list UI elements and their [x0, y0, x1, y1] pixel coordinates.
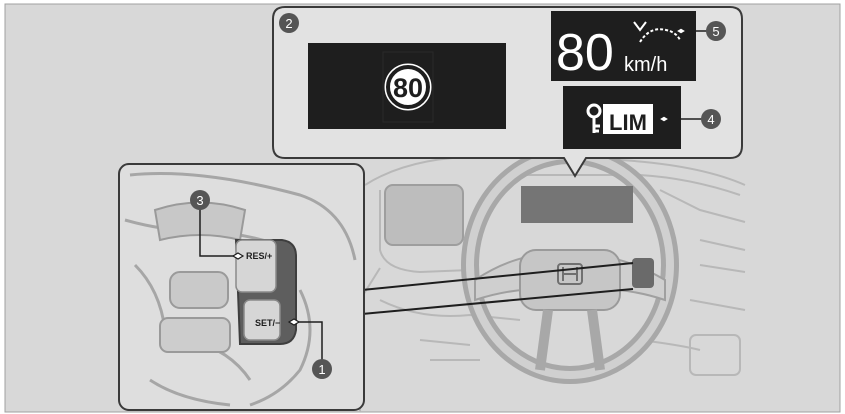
- svg-text:2: 2: [285, 16, 292, 31]
- svg-text:4: 4: [707, 112, 714, 127]
- steering-buttons-highlight: [632, 258, 654, 288]
- limiter-label: LIM: [609, 110, 647, 135]
- res-button-label: RES/+: [246, 251, 272, 261]
- speed-sign-value: 80: [393, 73, 423, 103]
- callout-badge-2: 2: [279, 13, 299, 33]
- callout-badge-3: 3: [190, 190, 210, 210]
- svg-text:5: 5: [712, 24, 719, 39]
- set-speed-value: 80: [556, 24, 614, 82]
- head-up-display-area: [521, 186, 633, 223]
- set-button-label: SET/−: [255, 318, 280, 328]
- set-speed-unit: km/h: [624, 54, 667, 76]
- callout-badge-1: 1: [312, 359, 332, 379]
- svg-text:3: 3: [196, 193, 203, 208]
- svg-text:1: 1: [318, 362, 325, 377]
- callout-badge-5: 5: [706, 21, 726, 41]
- callout-badge-4: 4: [701, 109, 721, 129]
